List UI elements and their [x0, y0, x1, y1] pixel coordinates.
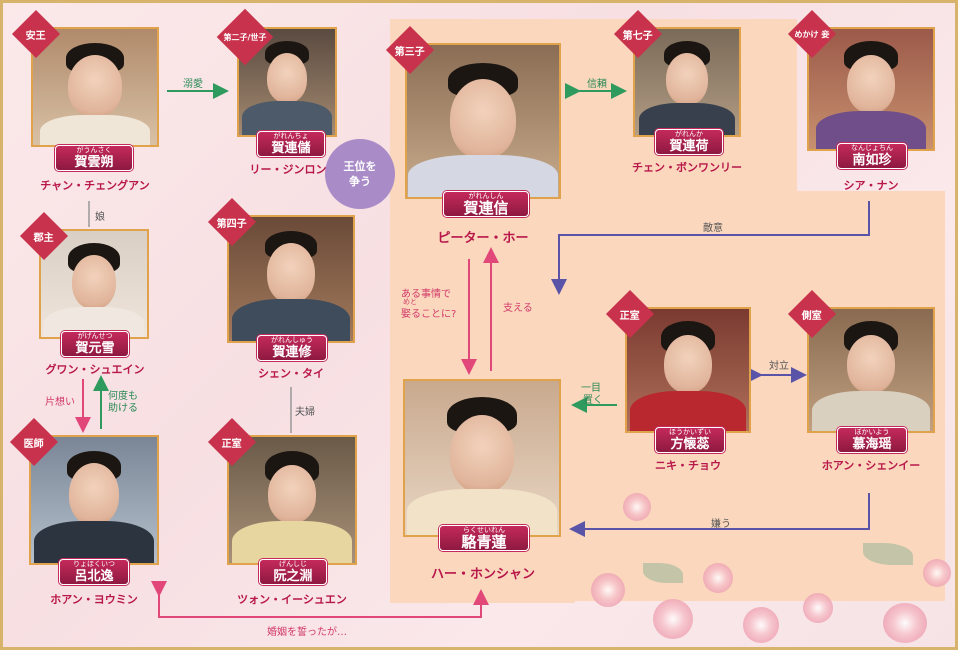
portrait-renshin [405, 43, 561, 199]
nameplate-hokui: りょほくいつ呂北逸 [59, 559, 129, 585]
label-tasukeru: 助ける [108, 399, 138, 414]
actor-anou: チャン・チェングアン [25, 177, 165, 193]
decor-blossom [923, 559, 951, 587]
label-tairitsu: 対立 [769, 357, 789, 372]
nameplate-nanjochin: なんじょちん南如珍 [837, 143, 907, 169]
decor-blossom [703, 563, 733, 593]
nameplate-genset: がげんせつ賀元雪 [61, 331, 129, 357]
nameplate-seiren: らくせいれん駱青蓮 [439, 525, 529, 551]
portrait-seiren [403, 379, 561, 537]
label-musume: 娘 [95, 208, 105, 223]
decor-blossom [623, 493, 651, 521]
actor-shiken: ツォン・イーシュエン [217, 591, 367, 607]
decor-blossom [653, 599, 693, 639]
label-shinrai: 信頼 [587, 75, 607, 90]
label-dekiai: 溺愛 [183, 75, 203, 90]
portrait-hokui [29, 435, 159, 565]
actor-renshin: ピーター・ホー [413, 227, 553, 246]
actor-hokui: ホアン・ヨウミン [29, 591, 159, 607]
label-konin: 婚姻を誓ったが… [267, 623, 347, 638]
label-sasaeru: 支える [503, 299, 533, 314]
actor-renshu: シェン・タイ [223, 365, 359, 381]
portrait-kaiyo [807, 307, 935, 433]
nameplate-renshu: がれんしゅう賀連修 [257, 335, 327, 361]
nameplate-renju: がれんちょ賀連儲 [257, 131, 325, 157]
label-teki-i: 敵意 [703, 219, 723, 234]
actor-nanjochin: シア・ナン [803, 177, 939, 193]
nameplate-anou: がうんさく賀雲朔 [55, 145, 133, 171]
decor-blossom [591, 573, 625, 607]
actor-kaiyo: ホアン・シェンイー [803, 457, 939, 473]
label-fuufu: 夫婦 [295, 403, 315, 418]
portrait-shiken [227, 435, 357, 565]
portrait-kaisui [625, 307, 751, 433]
nameplate-kaiyo: ぼかいよう慕海瑶 [837, 427, 907, 453]
portrait-renshu [227, 215, 355, 343]
label-kataomoi: 片想い [45, 393, 75, 408]
portrait-nanjochin [807, 27, 935, 151]
actor-renju: リー・ジンロン [223, 161, 353, 177]
decor-blossom [803, 593, 833, 623]
nameplate-renshin: がれんしん賀連信 [443, 191, 529, 217]
label-kirau: 嫌う [711, 515, 731, 530]
decor-blossom [883, 603, 927, 643]
label-metoru: 娶ることに? [401, 305, 456, 320]
actor-kaisui: ニキ・チョウ [623, 457, 753, 473]
nameplate-kaisui: ほうかいずい方懐蕊 [655, 427, 725, 453]
portrait-anou [31, 27, 159, 147]
nameplate-renka: がれんか賀連荷 [655, 129, 723, 155]
decor-blossom [743, 607, 779, 643]
actor-renka: チェン・ボンワンリー [617, 159, 757, 175]
actor-seiren: ハー・ホンシャン [411, 563, 555, 582]
label-ichimoku-2: 置く [583, 391, 603, 406]
actor-genset: グワン・シュエイン [25, 361, 165, 377]
nameplate-shiken: げんしじ阮之淵 [259, 559, 327, 585]
